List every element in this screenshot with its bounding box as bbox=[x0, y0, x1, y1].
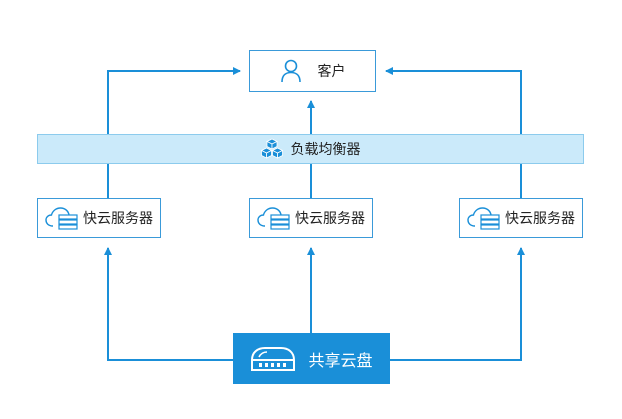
server-label: 快云服务器 bbox=[83, 211, 153, 227]
cloud-server-icon bbox=[467, 206, 501, 230]
server-node-3: 快云服务器 bbox=[459, 198, 583, 238]
server-label: 快云服务器 bbox=[505, 211, 575, 227]
server-node-1: 快云服务器 bbox=[37, 198, 161, 238]
server-node-2: 快云服务器 bbox=[249, 198, 373, 238]
server-label: 快云服务器 bbox=[295, 211, 365, 227]
client-node: 客户 bbox=[249, 50, 376, 92]
cloud-server-icon bbox=[45, 206, 79, 230]
cloud-server-icon bbox=[257, 206, 291, 230]
cubes-icon bbox=[260, 138, 283, 160]
client-label: 客户 bbox=[317, 64, 346, 80]
storage-icon bbox=[250, 344, 296, 374]
shared-disk-label: 共享云盘 bbox=[308, 350, 373, 370]
user-icon bbox=[280, 59, 302, 83]
arrow-disk-to-server1 bbox=[104, 247, 233, 361]
shared-disk-node: 共享云盘 bbox=[233, 333, 390, 384]
load-balancer-node: 负载均衡器 bbox=[37, 134, 584, 164]
load-balancer-label: 负载均衡器 bbox=[290, 142, 361, 158]
arrow-disk-to-server3 bbox=[390, 247, 525, 361]
